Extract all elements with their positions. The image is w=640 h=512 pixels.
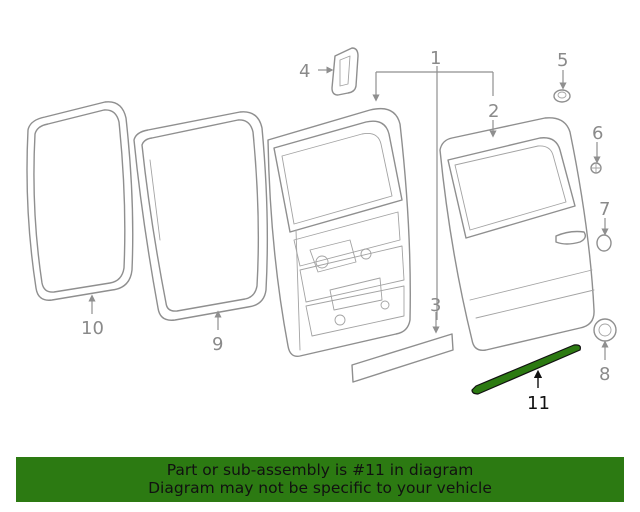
part-9-weatherstrip bbox=[133, 111, 269, 321]
callout-9: 9 bbox=[212, 334, 223, 355]
caption-banner: Part or sub-assembly is #11 in diagram D… bbox=[16, 457, 624, 502]
caption-line-2: Diagram may not be specific to your vehi… bbox=[148, 479, 492, 497]
callout-5: 5 bbox=[557, 50, 568, 71]
callout-2: 2 bbox=[488, 101, 499, 122]
callout-6: 6 bbox=[592, 123, 603, 144]
callout-7: 7 bbox=[599, 199, 610, 220]
callout-4: 4 bbox=[299, 61, 310, 82]
part-6-clip bbox=[590, 162, 602, 174]
part-11-lower-molding bbox=[471, 344, 581, 395]
part-8-grommet bbox=[593, 318, 617, 342]
callout-11: 11 bbox=[527, 393, 550, 414]
callout-10: 10 bbox=[81, 318, 104, 339]
part-2-outer-panel bbox=[439, 117, 595, 351]
part-7-plug bbox=[596, 234, 612, 252]
caption-line-1: Part or sub-assembly is #11 in diagram bbox=[166, 461, 474, 479]
callout-1: 1 bbox=[430, 48, 441, 69]
part-5-plug bbox=[553, 89, 571, 103]
part-10-weatherstrip bbox=[26, 101, 134, 301]
part-1-door-shell bbox=[267, 107, 411, 357]
callout-8: 8 bbox=[599, 364, 610, 385]
part-3-molding bbox=[351, 333, 454, 383]
callout-3: 3 bbox=[430, 295, 441, 316]
leader-lines bbox=[88, 66, 609, 388]
part-4-bracket bbox=[331, 47, 359, 96]
